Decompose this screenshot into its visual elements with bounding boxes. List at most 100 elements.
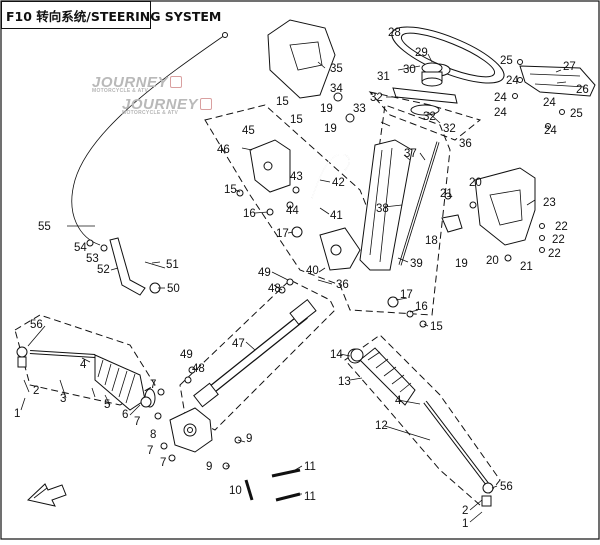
steering-column-group-outline: [204, 104, 451, 316]
brand-logo-icon: [170, 76, 183, 88]
intermediate-shaft: [193, 299, 317, 408]
release-cable: [71, 34, 226, 246]
callout-48: 48: [268, 283, 281, 295]
wheel-cover: [519, 65, 596, 97]
callout-46: 46: [217, 144, 230, 156]
brand-watermark-text: JOURNEY: [92, 74, 169, 91]
callout-12: 12: [375, 420, 388, 432]
callout-52: 52: [97, 264, 110, 276]
callout-13: 13: [338, 376, 351, 388]
callout-54: 54: [74, 242, 87, 254]
callout-17: 17: [400, 289, 413, 301]
upper-plate: [392, 87, 458, 104]
callout-18: 18: [425, 235, 438, 247]
callout-34: 34: [330, 83, 343, 95]
left-tie-rod: [16, 346, 96, 368]
callout-26: 26: [576, 84, 589, 96]
callout-2: 2: [462, 505, 468, 517]
callout-22: 22: [552, 234, 565, 246]
steering-wheel: [391, 26, 505, 84]
callout-32: 32: [423, 111, 436, 123]
steering-wheel-group-outline: [368, 91, 482, 141]
callout-24: 24: [544, 125, 557, 137]
lower-column-cover: [474, 167, 536, 246]
callout-37: 37: [404, 148, 417, 160]
steering-gear-box: [169, 407, 213, 453]
callout-15: 15: [290, 114, 303, 126]
callout-32: 32: [443, 123, 456, 135]
leader-lines: [20, 53, 567, 523]
callout-15: 15: [276, 96, 289, 108]
callout-7: 7: [150, 379, 156, 391]
callout-19: 19: [320, 103, 333, 115]
callout-55: 55: [38, 221, 51, 233]
fasteners: [86, 59, 565, 502]
column-mount-bracket: [249, 139, 351, 199]
brand-watermark-text: JOURNEY: [122, 96, 199, 113]
callout-25: 25: [500, 55, 513, 67]
callout-22: 22: [555, 221, 568, 233]
callout-43: 43: [290, 171, 303, 183]
callout-30: 30: [403, 64, 416, 76]
callout-17: 17: [276, 228, 289, 240]
callout-15: 15: [430, 321, 443, 333]
callout-11: 11: [304, 491, 316, 503]
lever-pin: [144, 261, 166, 269]
callout-38: 38: [376, 203, 389, 215]
callout-10: 10: [229, 485, 242, 497]
callout-23: 23: [543, 197, 556, 209]
callout-42: 42: [332, 177, 345, 189]
upper-column-cover: [267, 19, 336, 99]
callout-1: 1: [14, 408, 20, 420]
left-tie-rod-group-outline: [14, 314, 156, 406]
callout-29: 29: [415, 47, 428, 59]
callout-24: 24: [506, 75, 519, 87]
callout-7: 7: [147, 445, 153, 457]
callout-9: 9: [206, 461, 212, 473]
steering-hub: [421, 62, 443, 87]
diagram-title-text: F10 转向系统/STEERING SYSTEM: [6, 8, 222, 24]
callout-32: 32: [370, 92, 383, 104]
callout-24: 24: [543, 97, 556, 109]
brand-watermark-tagline: MOTORCYCLE & ATV: [92, 88, 149, 94]
steering-column: [319, 139, 440, 271]
callout-53: 53: [86, 253, 99, 265]
callout-19: 19: [324, 123, 337, 135]
callout-14: 14: [330, 349, 343, 361]
callout-24: 24: [494, 107, 507, 119]
tilt-lever: [109, 237, 146, 296]
diagram-title: F10 转向系统/STEERING SYSTEM: [1, 1, 221, 29]
callout-8: 8: [150, 429, 156, 441]
plate-washer: [410, 104, 440, 116]
callout-20: 20: [486, 255, 499, 267]
callout-20: 20: [469, 177, 482, 189]
callout-21: 21: [440, 188, 453, 200]
callout-16: 16: [243, 208, 256, 220]
callout-49: 49: [258, 267, 271, 279]
callout-6: 6: [122, 409, 128, 421]
brand-watermark-tagline: MOTORCYCLE & ATV: [122, 110, 179, 116]
callout-36: 36: [336, 279, 349, 291]
brand-watermark: JOURNEY MOTORCYCLE & ATV: [92, 74, 183, 94]
callout-49: 49: [180, 349, 193, 361]
callout-4: 4: [395, 395, 402, 407]
front-direction-arrow-icon: [26, 483, 67, 507]
callout-51: 51: [166, 259, 179, 271]
callout-50: 50: [167, 283, 180, 295]
callout-28: 28: [388, 27, 401, 39]
callout-3: 3: [60, 393, 66, 405]
callout-27: 27: [563, 61, 576, 73]
callout-25: 25: [570, 108, 583, 120]
callout-35: 35: [330, 63, 343, 75]
callout-19: 19: [455, 258, 468, 270]
callout-22: 22: [548, 248, 561, 260]
callout-41: 41: [330, 210, 343, 222]
callout-5: 5: [104, 399, 110, 411]
callout-1: 1: [462, 518, 468, 530]
callout-16: 16: [415, 301, 428, 313]
callout-47: 47: [232, 338, 245, 350]
callout-56: 56: [30, 319, 43, 331]
callout-45: 45: [242, 125, 255, 137]
